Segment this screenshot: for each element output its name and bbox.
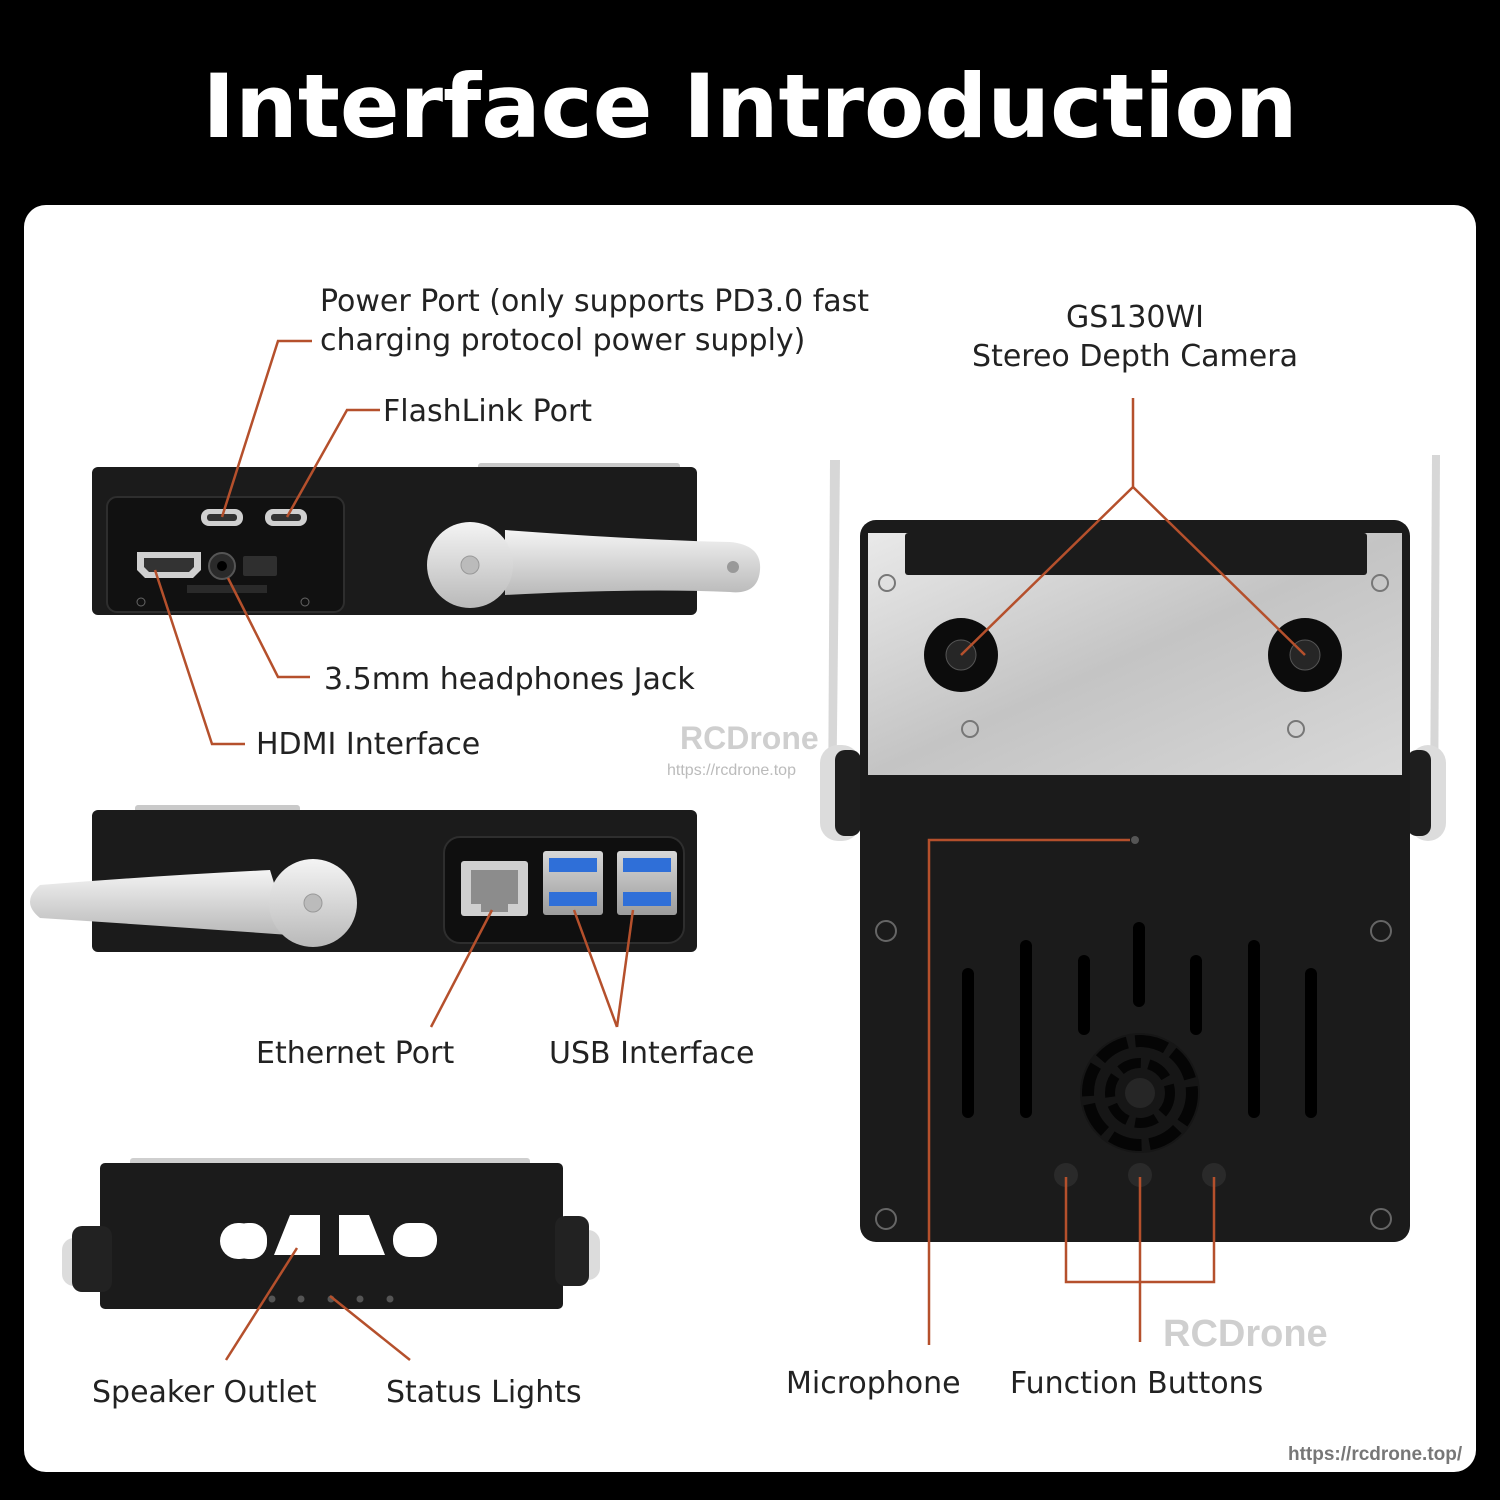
- flashlink-port-label: FlashLink Port: [383, 394, 593, 429]
- power-port-label-line1: Power Port (only supports PD3.0 fast: [320, 284, 870, 319]
- usb-interface-label: USB Interface: [549, 1036, 755, 1071]
- device-side-ports-bottom: [30, 805, 697, 952]
- callout-lines: [153, 339, 1306, 1361]
- function-buttons-label: Function Buttons: [1010, 1366, 1264, 1401]
- device-bottom-view: [62, 1158, 600, 1309]
- device-side-ports-top: [92, 463, 761, 615]
- function-button-icon: [1054, 1163, 1078, 1187]
- page-title: Interface Introduction: [202, 55, 1298, 158]
- status-light-icon: [386, 1295, 394, 1303]
- status-light-icon: [268, 1295, 276, 1303]
- camera-model-label: GS130WI: [1065, 300, 1205, 335]
- device-front-view: [820, 455, 1446, 1242]
- microphone-label: Microphone: [786, 1366, 961, 1401]
- power-port-label-line2: charging protocol power supply): [320, 323, 806, 358]
- watermark-brand: RCDrone: [680, 720, 819, 756]
- hdmi-interface-label: HDMI Interface: [256, 727, 481, 762]
- status-lights-label: Status Lights: [386, 1375, 582, 1410]
- headphones-jack-label: 3.5mm headphones Jack: [324, 662, 695, 697]
- microphone-hole-icon: [1131, 836, 1139, 844]
- function-button-icon: [1202, 1163, 1226, 1187]
- ethernet-port-label: Ethernet Port: [256, 1036, 455, 1071]
- watermark-url: https://rcdrone.top: [667, 762, 796, 779]
- watermark-brand: RCDrone: [1163, 1313, 1328, 1355]
- status-light-icon: [356, 1295, 364, 1303]
- function-button-icon: [1128, 1163, 1152, 1187]
- watermark-url: https://rcdrone.top/: [1288, 1444, 1463, 1465]
- camera-name-label: Stereo Depth Camera: [972, 339, 1298, 374]
- speaker-outlet-label: Speaker Outlet: [92, 1375, 317, 1410]
- status-light-icon: [297, 1295, 305, 1303]
